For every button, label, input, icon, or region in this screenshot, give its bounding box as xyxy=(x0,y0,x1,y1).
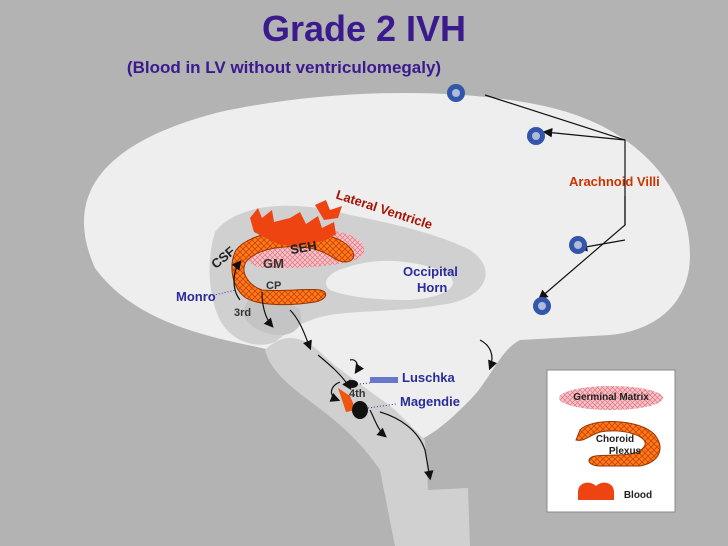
label-fourth-ventricle: 4th xyxy=(349,388,366,400)
csf-arrow-monro xyxy=(231,260,242,301)
arachnoid-villus-2 xyxy=(527,127,545,145)
label-occipital: Occipital xyxy=(403,264,458,279)
legend-germinal-swatch xyxy=(559,386,663,410)
legend-choroid-label: Choroid xyxy=(595,434,635,445)
brainstem xyxy=(265,337,470,546)
csf-arrow-cp xyxy=(261,291,274,328)
label-third-ventricle: 3rd xyxy=(234,307,252,319)
fourth-ventricle-blood xyxy=(338,388,356,412)
foramen-luschka xyxy=(346,380,358,388)
page-title: Grade 2 IVH xyxy=(261,8,467,49)
arachnoid-villus-1 xyxy=(447,84,465,102)
legend-plexus-label: Plexus xyxy=(608,446,642,457)
arachnoid-villus-4 xyxy=(533,297,551,315)
label-horn: Horn xyxy=(417,280,448,295)
arachnoid-villus-3 xyxy=(569,236,587,254)
page-subtitle: (Blood in LV without ventriculomegaly) xyxy=(126,58,442,77)
legend-blood-swatch xyxy=(578,482,614,500)
choroid-plexus xyxy=(231,230,355,306)
label-luschka: Luschka xyxy=(402,370,455,385)
label-gm: GM xyxy=(263,256,284,271)
foramen-magendie xyxy=(352,401,368,419)
label-monro: Monro xyxy=(176,289,216,304)
label-magendie: Magendie xyxy=(400,394,460,409)
blood-clot xyxy=(250,208,336,246)
legend-germinal-label: Germinal Matrix xyxy=(573,392,649,403)
legend-choroid-swatch xyxy=(575,421,661,467)
label-cp: CP xyxy=(266,280,282,292)
label-arachnoid-villi: Arachnoid Villi xyxy=(569,174,660,189)
legend-blood-label: Blood xyxy=(623,490,653,501)
